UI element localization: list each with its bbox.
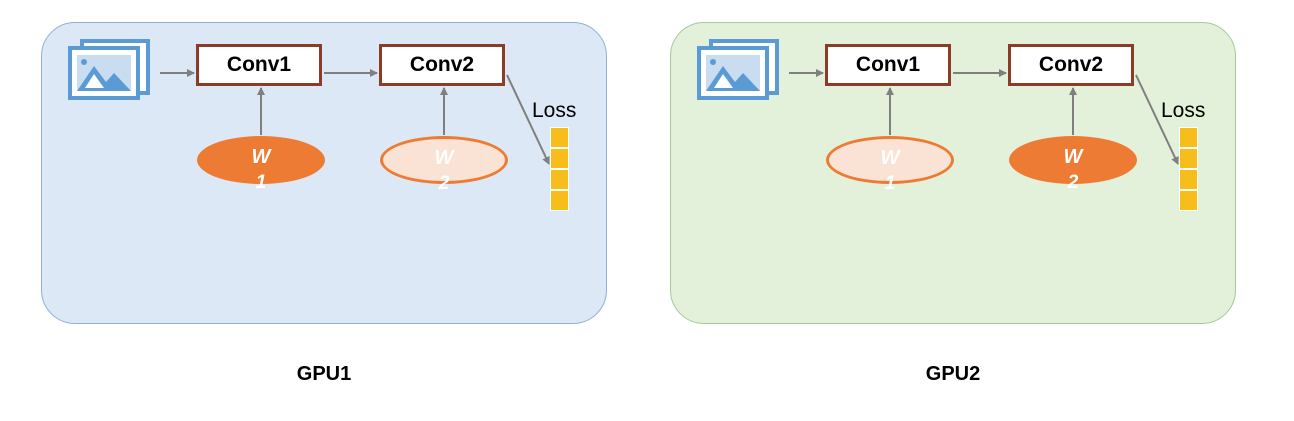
conv1-label: Conv1	[226, 53, 292, 76]
conv1-box: Conv1	[196, 44, 322, 86]
weight-letter: W	[1063, 146, 1083, 168]
weight-w2: W 2	[1009, 136, 1137, 193]
loss-cell	[1179, 190, 1198, 211]
weight-w1: W 1	[197, 136, 325, 193]
image-icon	[68, 39, 150, 100]
image-icon	[697, 39, 779, 100]
weight-subscript: 1	[884, 173, 896, 194]
connector-arrows	[789, 69, 1179, 165]
gpu2-panel: Conv1 Conv2 W 1 W 2 Loss	[670, 22, 1236, 324]
loss-vector	[550, 127, 569, 211]
conv1-box: Conv1	[825, 44, 951, 86]
loss-cell	[1179, 127, 1198, 148]
loss-cell	[1179, 148, 1198, 169]
weight-w2: W 2	[380, 136, 508, 194]
conv2-box: Conv2	[379, 44, 505, 86]
gpu2-label: GPU2	[925, 363, 981, 385]
arrow-conv2-to-loss	[506, 74, 550, 165]
loss-cell	[550, 190, 569, 211]
arrow-conv2-to-loss	[1135, 74, 1179, 165]
loss-cell	[550, 169, 569, 190]
weight-letter: W	[880, 147, 900, 169]
weight-letter: W	[434, 147, 454, 169]
weight-subscript: 2	[1067, 172, 1079, 193]
weight-subscript: 1	[255, 172, 267, 193]
loss-label: Loss	[532, 99, 577, 122]
loss-label: Loss	[1161, 99, 1206, 122]
connector-arrows	[160, 69, 550, 165]
conv1-label: Conv1	[855, 53, 921, 76]
gpu1-panel: Conv1 Conv2 W 1 W 2 Loss	[41, 22, 607, 324]
conv2-label: Conv2	[1038, 53, 1104, 76]
loss-cell	[550, 127, 569, 148]
loss-cell	[1179, 169, 1198, 190]
weight-subscript: 2	[438, 173, 450, 194]
loss-vector	[1179, 127, 1198, 211]
weight-w1: W 1	[826, 136, 954, 194]
gpu1-label: GPU1	[296, 363, 352, 385]
conv2-label: Conv2	[409, 53, 475, 76]
loss-cell	[550, 148, 569, 169]
weight-letter: W	[251, 146, 271, 168]
conv2-box: Conv2	[1008, 44, 1134, 86]
